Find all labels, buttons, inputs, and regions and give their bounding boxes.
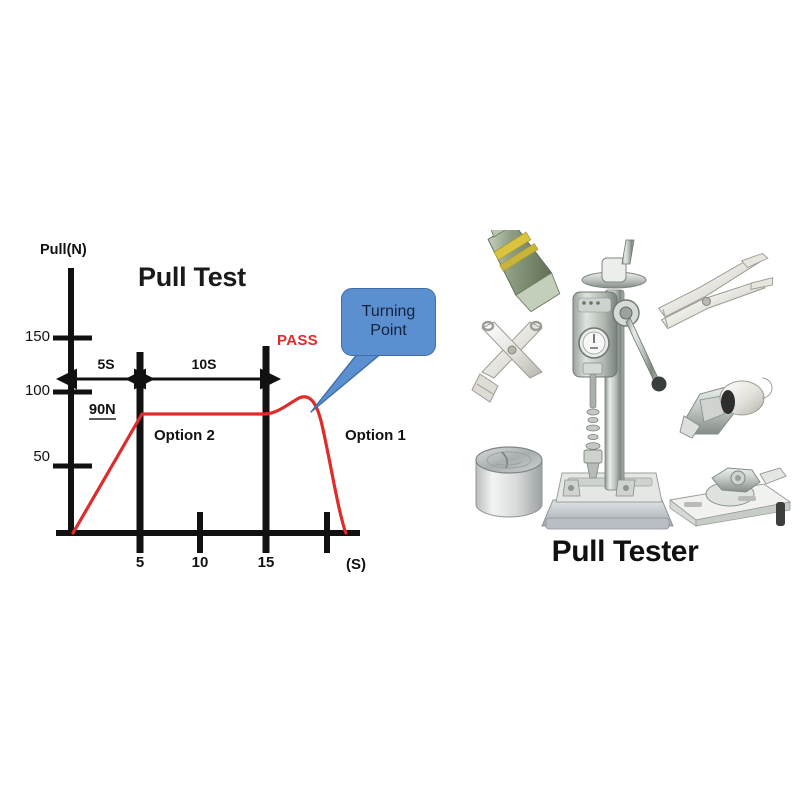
dimension-label-10s: 10S	[191, 356, 217, 372]
x-tick-label-10: 10	[191, 554, 209, 571]
x-tick-label-5: 5	[135, 554, 145, 571]
pull-tester-machine	[541, 239, 674, 530]
y-axis-label: Pull(N)	[40, 242, 87, 258]
chart-graphics	[53, 268, 384, 553]
white-scissor-clamp	[471, 320, 543, 403]
metal-cylinder-weight	[475, 446, 543, 518]
pull-force-curve	[71, 395, 348, 535]
product-title: Pull Tester	[551, 535, 699, 568]
pass-label: PASS	[277, 332, 318, 349]
turning-point-callout: Turning Point	[341, 288, 436, 356]
option-2-label: Option 2	[154, 427, 215, 444]
option-1-label: Option 1	[345, 427, 406, 444]
callout-line-1: Turning	[361, 303, 416, 321]
y-tick-label-100: 100	[24, 382, 50, 399]
green-clamp-tool	[487, 230, 561, 313]
y-tick-label-50: 50	[33, 448, 50, 465]
x-tick-label-15: 15	[257, 554, 275, 571]
base-plate-fixture	[668, 467, 792, 527]
callout-line-2: Point	[370, 322, 407, 339]
force-value-label: 90N	[89, 402, 116, 420]
long-nose-pliers	[657, 252, 774, 330]
pull-test-chart: Pull Test Pull(N) 150 100 50 5 10 15 (S)…	[24, 242, 436, 573]
y-tick-label-150: 150	[24, 328, 50, 345]
chart-title: Pull Test	[138, 262, 246, 292]
product-graphics	[471, 230, 792, 530]
dimension-label-5s: 5S	[97, 356, 115, 372]
white-jaw-fixture	[679, 377, 773, 439]
callout-pointer	[310, 347, 384, 413]
product-photo-collage: Pull Tester	[450, 230, 800, 590]
x-axis-unit-label: (S)	[346, 556, 366, 573]
